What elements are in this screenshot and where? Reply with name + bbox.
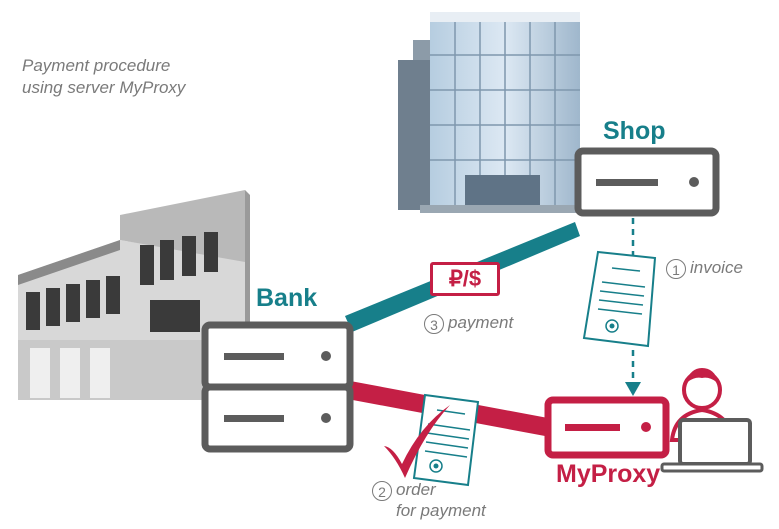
caption-line-1: Payment procedure (22, 56, 171, 75)
shop-label: Shop (603, 117, 666, 145)
shop-server (574, 147, 720, 217)
step-1-number: 1 (666, 258, 686, 279)
invoice-arrowhead (625, 382, 641, 396)
caption-line-2: using server MyProxy (22, 78, 186, 97)
bank-building (18, 190, 250, 400)
bank-server-bottom (201, 383, 354, 453)
myproxy-label: MyProxy (556, 460, 661, 488)
order-step-label: order (396, 480, 436, 499)
order-document-icon (412, 393, 480, 487)
bank-server-top (201, 321, 354, 391)
shop-building (398, 12, 590, 213)
myproxy-server (544, 396, 670, 459)
invoice-document-icon (582, 250, 657, 348)
step-2-number: 2 (372, 480, 392, 501)
diagram-caption: Payment procedure using server MyProxy (22, 55, 185, 99)
bank-label: Bank (256, 284, 318, 312)
invoice-step-label: invoice (690, 258, 743, 277)
currency-badge: ₽/$ (430, 262, 500, 296)
checkmark-icon (384, 405, 450, 478)
laptop-icon (660, 418, 764, 473)
order-step-label-2: for payment (396, 500, 486, 520)
step-3-number: 3 (424, 313, 444, 334)
payment-step-label: payment (448, 313, 514, 332)
